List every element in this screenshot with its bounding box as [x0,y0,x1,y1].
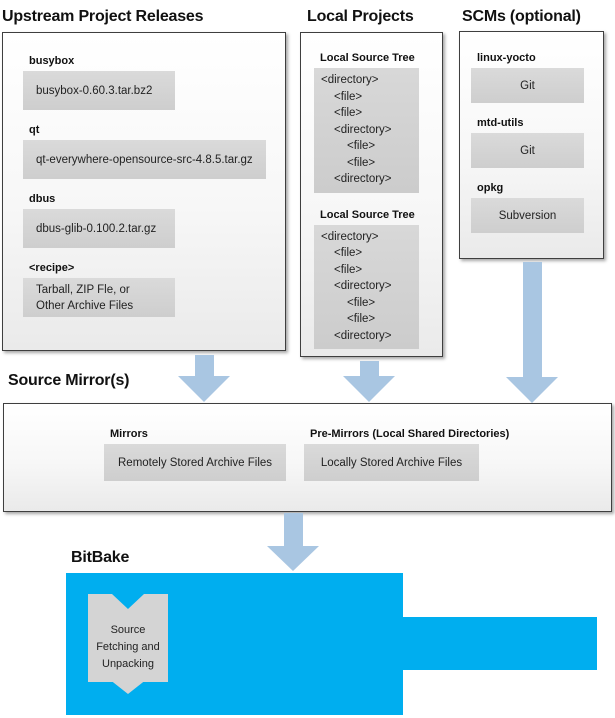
tree-entry: <file> [334,247,363,259]
source-mirrors-title: Source Mirror(s) [8,372,130,389]
arrow-mirrors-to-bitbake [267,513,319,571]
mirror-archive-box: Locally Stored Archive Files [304,444,479,481]
package-name-label: qt [29,124,40,136]
arrow-upstream-to-mirrors [178,355,230,402]
scm-project-label: linux-yocto [477,52,536,64]
upstream-items: busybox busybox-0.60.3.tar.bz2 qt qt-eve… [3,33,285,317]
upstream-title: Upstream Project Releases [2,8,204,25]
arrow-head [178,376,230,402]
arrow-local-to-mirrors [343,361,395,402]
package-archive-box: busybox-0.60.3.tar.bz2 [23,71,175,110]
tree-entry: <file> [334,263,363,276]
arrow-head [343,376,395,402]
tree-listing-box: <directory> <file> <file> <directory> <file>… [314,68,419,193]
tree-entry: <file> [347,140,376,152]
tree-entry: <directory> [321,230,379,243]
tree-label: Local Source Tree [320,52,415,64]
upstream-package-item: qt qt-everywhere-opensource-src-4.8.5.ta… [23,124,285,179]
arrow-stem [359,361,379,376]
local-source-trees: Local Source Tree <directory> <file> <file… [301,33,442,349]
mirror-group: Mirrors Remotely Stored Archive Files [104,428,287,481]
scm-items: linux-yocto Git mtd-utils Git opkg Subve… [460,32,603,233]
tree-label: Local Source Tree [320,208,415,221]
scm-tool-box: Git [471,68,584,103]
scm-tool-box: Git [471,133,584,168]
upstream-package-item: dbus dbus-glib-0.100.2.tar.gz [23,193,285,248]
mirror-group-label: Mirrors [110,428,148,440]
tree-listing-box: <directory> <file> <file> <directory> <file>… [314,224,419,349]
source-mirrors-panel: Mirrors Remotely Stored Archive Files Pr… [3,403,612,512]
tree-entry: <directory> [321,74,379,86]
tree-entry: <file> [334,107,363,119]
package-archive-box: Tarball, ZIP Fle, or Other Archive Files [23,278,175,317]
mirror-group-label: Pre-Mirrors (Local Shared Directories) [310,428,510,440]
scm-project-label: opkg [477,182,504,194]
scms-panel: linux-yocto Git mtd-utils Git opkg Subve… [459,31,604,259]
scm-project-label: mtd-utils [477,117,524,129]
package-name-label: busybox [29,55,75,67]
tree-entry: <file> [347,296,376,309]
arrow-scms-to-mirrors [506,262,558,403]
tree-entry: <directory> [334,280,392,292]
tree-entry: <directory> [334,123,392,136]
mirror-group: Pre-Mirrors (Local Shared Directories) L… [304,428,509,481]
local-projects-title: Local Projects [307,8,414,25]
bitbake-pipeline-bar [403,617,597,670]
arrow-stem [283,513,303,546]
arrow-head [506,377,558,403]
upstream-releases-panel: busybox busybox-0.60.3.tar.bz2 qt qt-eve… [2,32,286,351]
upstream-package-item: busybox busybox-0.60.3.tar.bz2 [23,55,285,110]
scm-tool-box: Subversion [471,198,584,233]
scm-item: opkg Subversion [471,182,603,233]
mirror-archive-box: Remotely Stored Archive Files [104,444,287,481]
arrow-stem [194,355,214,376]
upstream-package-item: <recipe> Tarball, ZIP Fle, or Other Arch… [23,262,285,317]
tree-entry: <file> [334,90,363,103]
source-fetching-unpacking-step: Source Fetching and Unpacking [88,594,168,694]
tree-entry: <file> [347,156,376,169]
package-archive-box: dbus-glib-0.100.2.tar.gz [23,209,175,248]
scms-title: SCMs (optional) [462,8,581,25]
tree-entry: <directory> [334,329,392,342]
local-projects-panel: Local Source Tree <directory> <file> <file… [300,32,443,357]
package-name-label: dbus [29,193,56,205]
scm-item: linux-yocto Git [471,52,603,103]
tree-entry: <file> [347,313,376,325]
tree-entry: <directory> [334,173,392,185]
package-name-label: <recipe> [29,262,75,274]
arrow-stem [522,262,542,377]
package-archive-box: qt-everywhere-opensource-src-4.8.5.tar.g… [23,140,266,179]
arrow-head [267,546,319,571]
local-source-tree: Local Source Tree <directory> <file> <file… [314,52,442,193]
bitbake-title: BitBake [71,549,130,566]
local-source-tree: Local Source Tree <directory> <file> <file… [314,208,442,349]
scm-item: mtd-utils Git [471,117,603,168]
